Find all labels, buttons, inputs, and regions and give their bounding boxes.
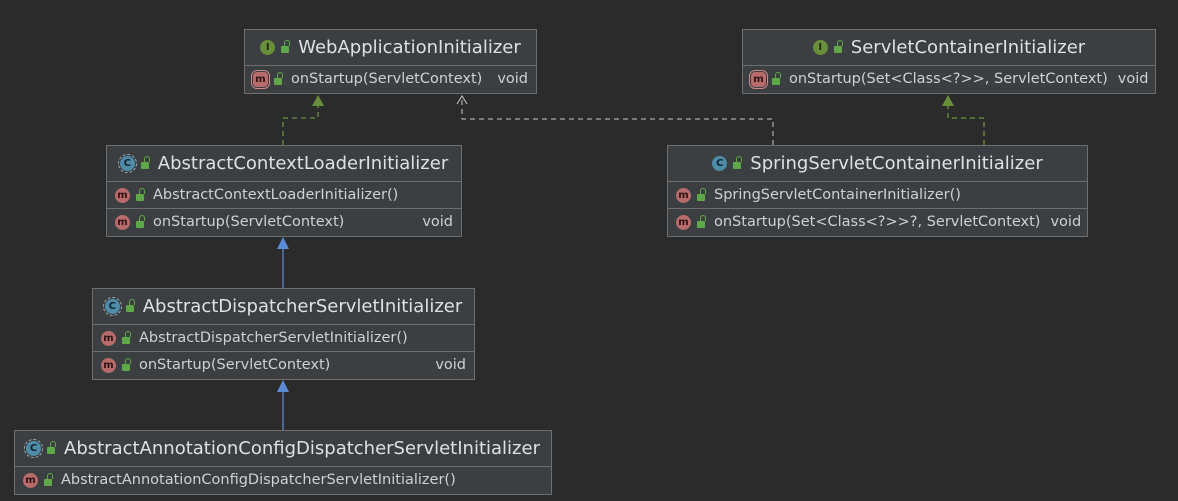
method-return-type: void	[422, 214, 453, 230]
method-signature: onStartup(Set<Class<?>>?, ServletContext…	[714, 214, 1041, 230]
edge-contextloader-implements-webappinit	[282, 96, 319, 145]
public-lock-icon	[47, 441, 56, 454]
method-icon: m	[676, 214, 691, 230]
interface-icon: I	[260, 40, 276, 55]
class-name: WebApplicationInitializer	[298, 37, 521, 58]
method-row[interactable]: m onStartup(ServletContext) void	[245, 66, 536, 92]
method-row[interactable]: m onStartup(Set<Class<?>>?, ServletConte…	[668, 209, 1087, 235]
public-lock-icon	[281, 40, 291, 53]
method-row[interactable]: m AbstractAnnotationConfigDispatcherServ…	[15, 467, 551, 493]
method-icon: m	[115, 214, 130, 230]
method-return-type: void	[435, 357, 466, 373]
class-box-abstract-dispatcher-servlet-initializer[interactable]: C AbstractDispatcherServletInitializer m…	[92, 288, 475, 380]
method-icon: m	[101, 330, 116, 346]
method-signature: onStartup(ServletContext)	[291, 71, 483, 87]
public-lock-icon	[274, 71, 283, 85]
abstract-method-icon: m	[749, 69, 768, 89]
method-row[interactable]: m onStartup(ServletContext) void	[107, 209, 461, 235]
class-header: C SpringServletContainerInitializer	[668, 146, 1087, 182]
arrowhead-contextloader	[277, 237, 289, 249]
method-signature: onStartup(ServletContext)	[139, 357, 331, 373]
method-signature: onStartup(Set<Class<?>>, ServletContext)	[789, 71, 1108, 87]
public-lock-icon	[772, 71, 781, 85]
method-row[interactable]: m AbstractContextLoaderInitializer()	[107, 182, 461, 209]
public-lock-icon	[697, 214, 706, 228]
public-lock-icon	[122, 330, 131, 344]
class-header: C AbstractContextLoaderInitializer	[107, 146, 461, 182]
class-box-abstract-context-loader-initializer[interactable]: C AbstractContextLoaderInitializer m Abs…	[106, 145, 462, 237]
class-name: ServletContainerInitializer	[850, 37, 1086, 58]
method-signature: AbstractContextLoaderInitializer()	[153, 187, 399, 203]
method-signature: AbstractDispatcherServletInitializer()	[139, 330, 408, 346]
method-row[interactable]: m onStartup(Set<Class<?>>, ServletContex…	[743, 66, 1155, 92]
method-return-type: void	[497, 71, 528, 87]
public-lock-icon	[697, 187, 706, 201]
method-icon: m	[101, 357, 116, 373]
method-icon: m	[676, 187, 691, 203]
arrowhead-dispatcher	[277, 380, 289, 392]
class-box-abstract-annotation-config-dispatcher-servlet-initializer[interactable]: C AbstractAnnotationConfigDispatcherServ…	[14, 430, 552, 495]
abstract-class-icon: C	[117, 154, 137, 173]
edge-springcontainer-depends-webappinit	[461, 96, 774, 145]
abstract-class-icon: C	[24, 439, 43, 458]
arrowhead-webappinit	[312, 95, 324, 106]
method-icon: m	[115, 187, 130, 203]
public-lock-icon	[44, 472, 53, 486]
class-name: SpringServletContainerInitializer	[750, 153, 1043, 174]
public-lock-icon	[136, 187, 145, 201]
edge-springcontainer-implements-servletcontainerinit	[947, 96, 985, 145]
class-icon: C	[712, 156, 728, 171]
class-header: I WebApplicationInitializer	[245, 30, 536, 66]
class-box-web-application-initializer[interactable]: I WebApplicationInitializer m onStartup(…	[244, 29, 537, 94]
public-lock-icon	[122, 357, 131, 371]
class-header: I ServletContainerInitializer	[743, 30, 1155, 66]
class-name: AbstractContextLoaderInitializer	[157, 153, 449, 174]
class-header: C AbstractAnnotationConfigDispatcherServ…	[15, 431, 551, 467]
class-name: AbstractDispatcherServletInitializer	[142, 296, 463, 317]
class-box-spring-servlet-container-initializer[interactable]: C SpringServletContainerInitializer m Sp…	[667, 145, 1088, 237]
method-signature: onStartup(ServletContext)	[153, 214, 345, 230]
method-row[interactable]: m AbstractDispatcherServletInitializer()	[93, 325, 474, 352]
public-lock-icon	[136, 214, 145, 228]
arrowhead-open-webappinit	[456, 95, 468, 105]
arrowhead-servletcontainerinit	[942, 95, 954, 106]
method-return-type: void	[1050, 214, 1082, 230]
method-return-type: void	[1117, 71, 1149, 87]
interface-icon: I	[812, 40, 828, 55]
method-signature: SpringServletContainerInitializer()	[714, 187, 961, 203]
public-lock-icon	[140, 156, 150, 169]
public-lock-icon	[733, 156, 743, 169]
abstract-class-icon: C	[102, 297, 122, 316]
method-row[interactable]: m onStartup(ServletContext) void	[93, 352, 474, 378]
class-header: C AbstractDispatcherServletInitializer	[93, 289, 474, 325]
method-row[interactable]: m SpringServletContainerInitializer()	[668, 182, 1087, 209]
public-lock-icon	[833, 40, 843, 53]
method-signature: AbstractAnnotationConfigDispatcherServle…	[61, 472, 456, 488]
public-lock-icon	[125, 299, 135, 312]
class-box-servlet-container-initializer[interactable]: I ServletContainerInitializer m onStartu…	[742, 29, 1156, 94]
abstract-method-icon: m	[251, 69, 270, 89]
method-icon: m	[23, 472, 38, 488]
class-name: AbstractAnnotationConfigDispatcherServle…	[64, 438, 540, 459]
